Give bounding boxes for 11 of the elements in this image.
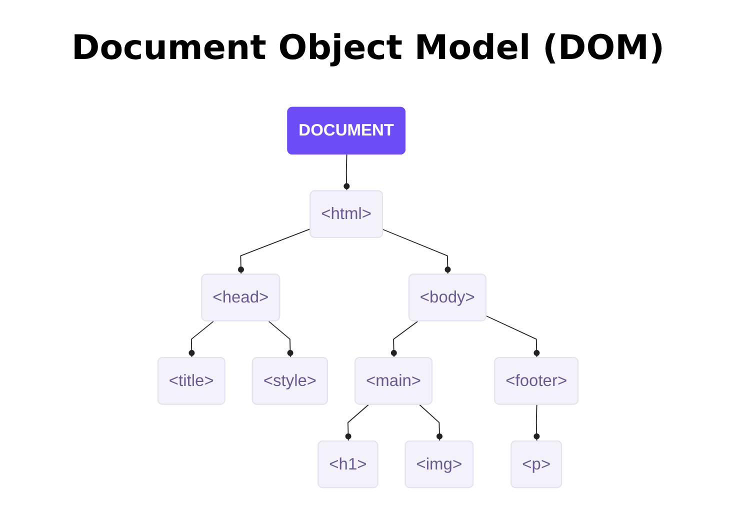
connector bbox=[344, 154, 350, 192]
connector bbox=[238, 228, 312, 276]
connector bbox=[188, 320, 214, 358]
connector bbox=[268, 320, 294, 358]
connector bbox=[382, 229, 451, 276]
connector bbox=[419, 404, 443, 442]
connector bbox=[534, 404, 540, 442]
diagram-title: Document Object Model (DOM) bbox=[71, 27, 665, 70]
connector bbox=[390, 320, 418, 358]
connector bbox=[345, 404, 369, 442]
connector bbox=[486, 316, 540, 358]
